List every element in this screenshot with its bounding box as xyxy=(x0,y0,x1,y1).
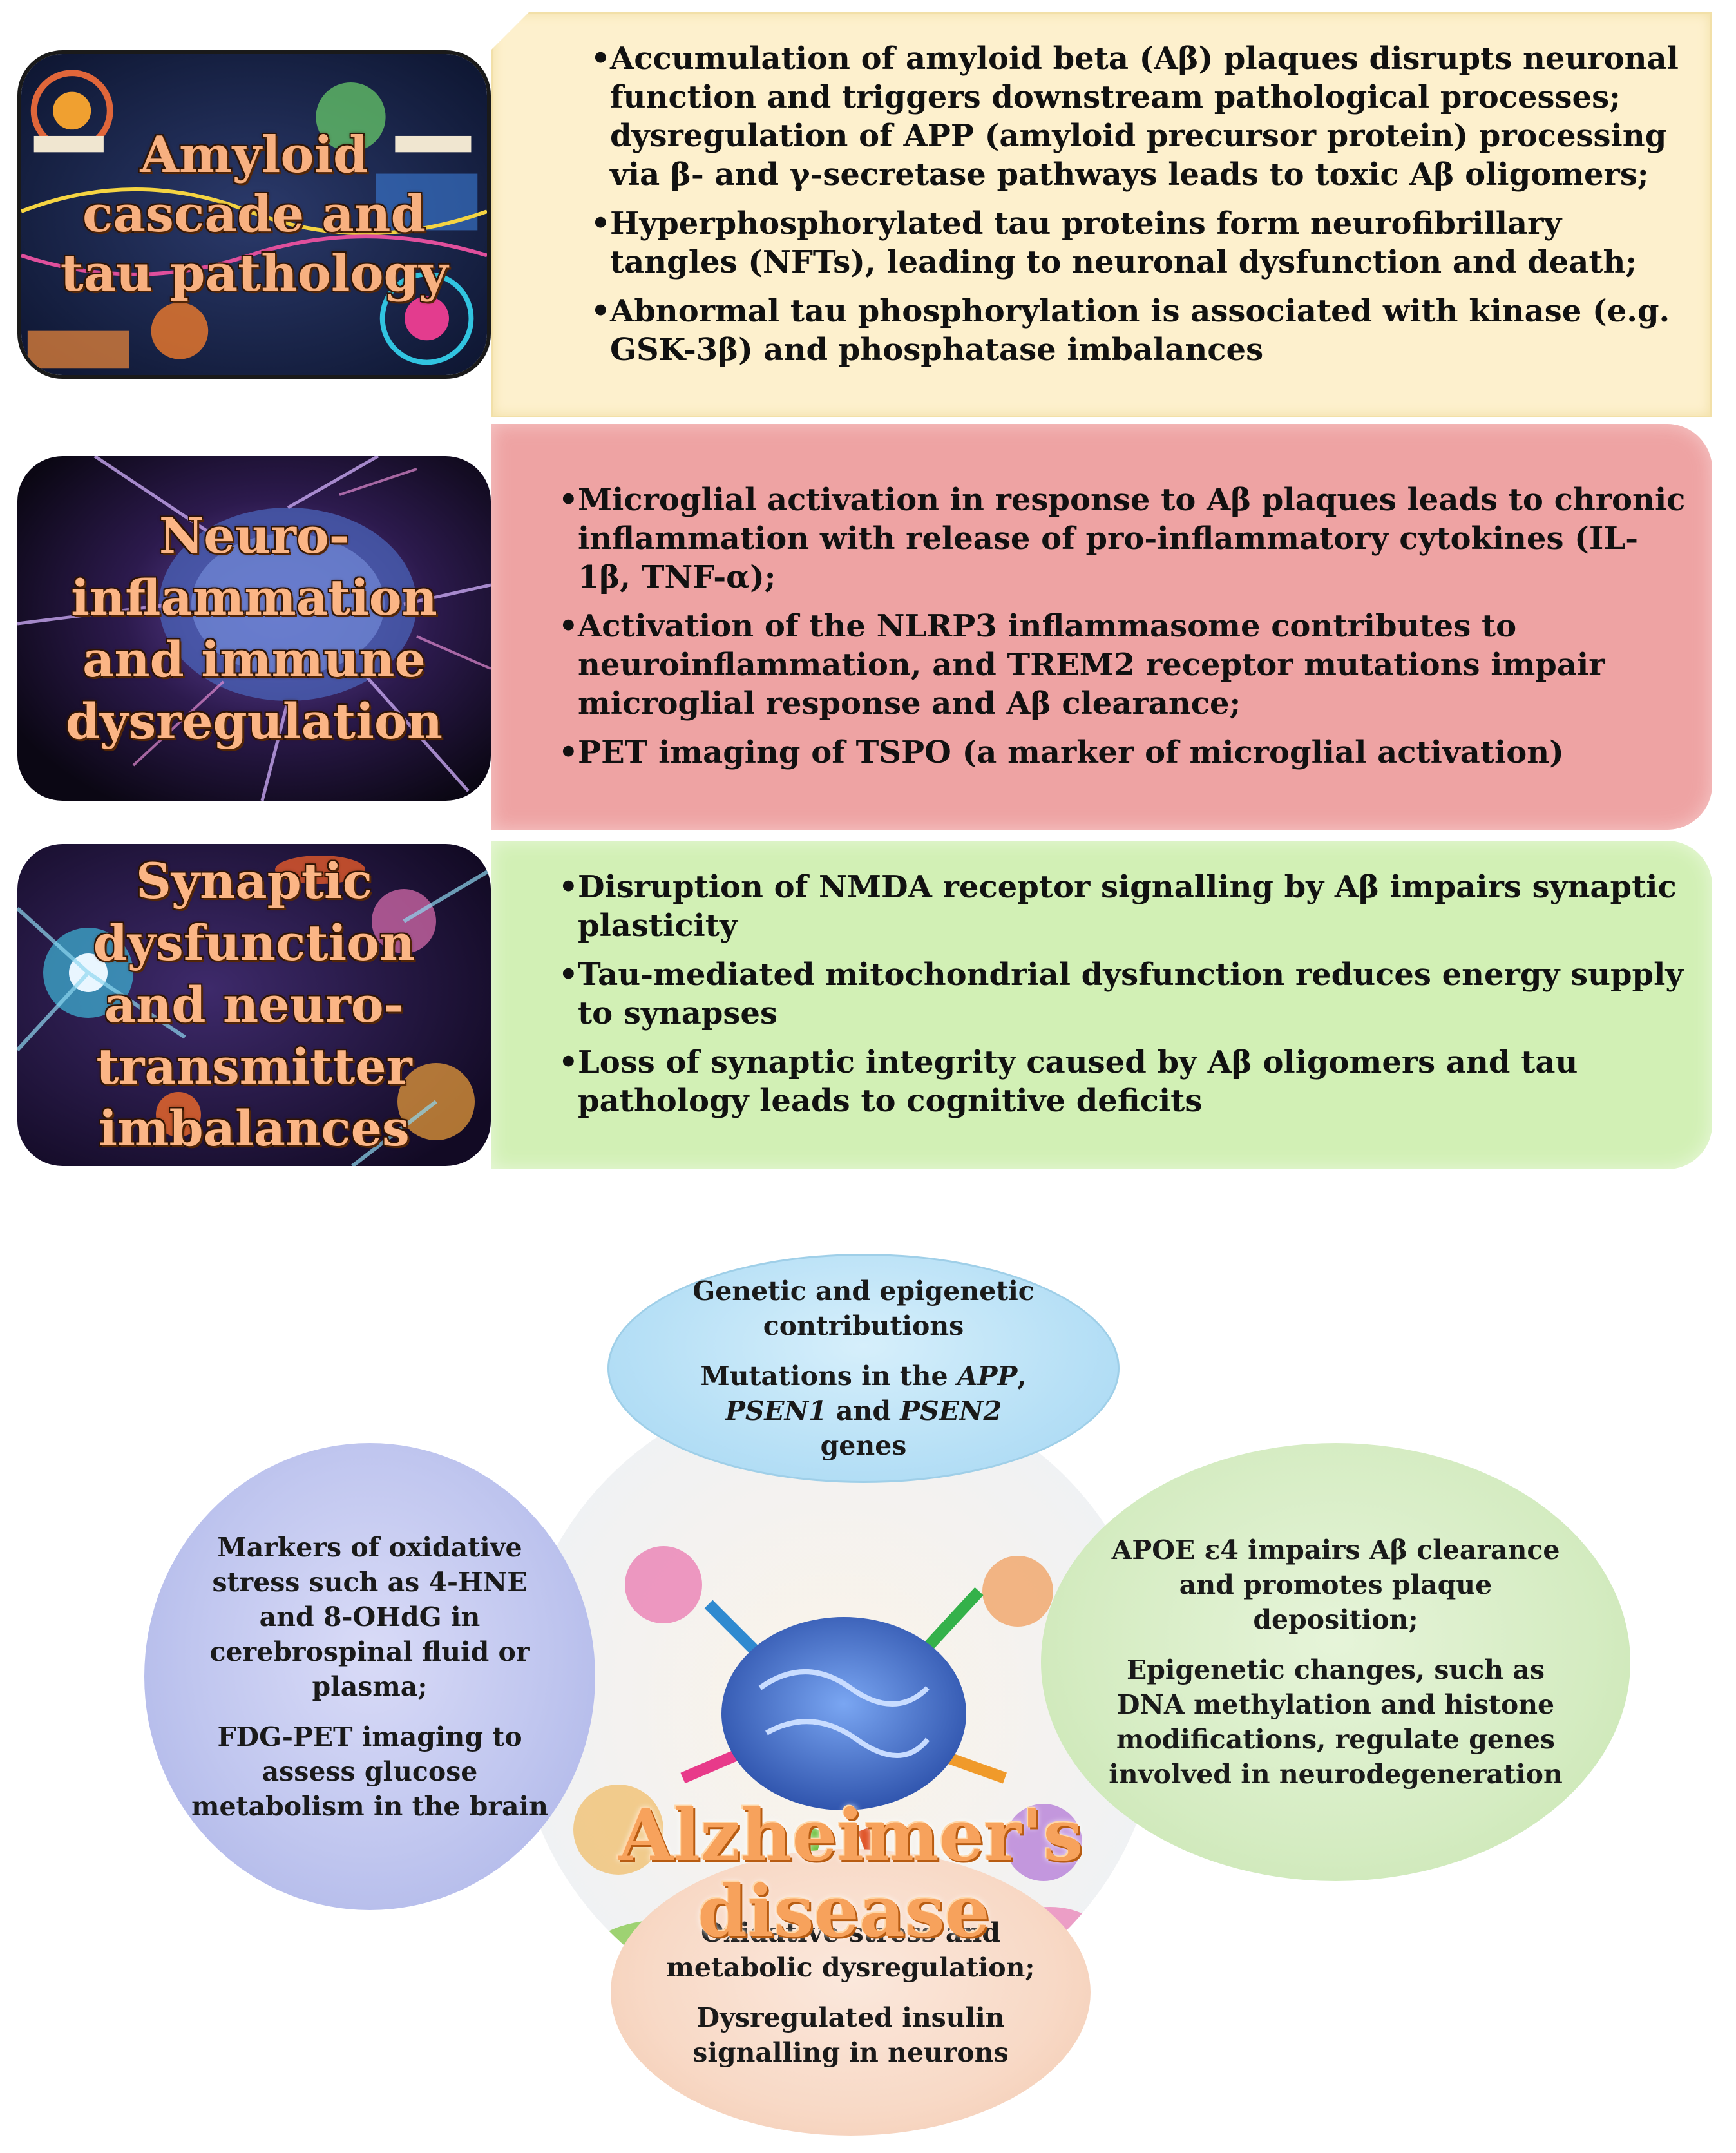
amyloid-panel: Accumulation of amyloid beta (Aβ) plaque… xyxy=(491,12,1712,417)
bullet: Activation of the NLRP3 inflammasome con… xyxy=(558,607,1686,723)
neuroinflammation-illustration: Neuro- inflammation and immune dysregula… xyxy=(17,456,491,801)
gene-app: APP xyxy=(957,1361,1018,1392)
genetic-oval: Genetic and epigenetic contributions Mut… xyxy=(607,1254,1120,1483)
metabolic-oval: Oxidative stress and metabolic dysregula… xyxy=(611,1849,1091,2136)
bullet: Accumulation of amyloid beta (Aβ) plaque… xyxy=(591,39,1684,194)
oval-text: Markers of oxidative stress such as 4-HN… xyxy=(209,1531,530,1702)
oxidative-markers-oval: Markers of oxidative stress such as 4-HN… xyxy=(144,1443,595,1910)
row-title: Amyloid cascade and tau pathology xyxy=(60,126,448,303)
oval-text: Oxidative stress and metabolic dysregula… xyxy=(666,1917,1035,1983)
genes-suffix: genes xyxy=(820,1430,907,1461)
bullet: Loss of synaptic integrity caused by Aβ … xyxy=(558,1043,1686,1120)
alzheimers-title-line1: Alzheimer's xyxy=(618,1794,1083,1877)
bullet: Microglial activation in response to Aβ … xyxy=(558,481,1686,597)
bullet: Tau-mediated mitochondrial dysfunction r… xyxy=(558,955,1686,1033)
genetic-heading: Genetic and epigenetic contributions xyxy=(692,1276,1035,1341)
gene-psen2: PSEN2 xyxy=(900,1395,1002,1426)
oval-text: APOE ε4 impairs Aβ clearance and promote… xyxy=(1111,1535,1560,1635)
oval-text: FDG-PET imaging to assess glucose metabo… xyxy=(191,1721,548,1822)
bullet: Abnormal tau phosphorylation is associat… xyxy=(591,292,1684,369)
and: and xyxy=(826,1395,901,1426)
sep: , xyxy=(1017,1361,1027,1392)
gene-psen1: PSEN1 xyxy=(725,1395,827,1426)
alzheimers-title-line2: disease xyxy=(698,1870,990,1953)
genetic-mutations: Mutations in the APP, PSEN1 and PSEN2 gene… xyxy=(700,1359,1026,1463)
amyloid-art xyxy=(21,54,487,375)
amyloid-illustration: Amyloid cascade and tau pathology xyxy=(17,50,491,379)
bullet: Disruption of NMDA receptor signalling b… xyxy=(558,868,1686,945)
neuron-art xyxy=(17,844,491,1166)
row-title: Neuro- inflammation and immune dysregula… xyxy=(66,506,443,750)
oval-text: Dysregulated insulin signalling in neuro… xyxy=(692,2002,1009,2068)
bullet: PET imaging of TSPO (a marker of microgl… xyxy=(558,733,1686,772)
apoe-oval: APOE ε4 impairs Aβ clearance and promote… xyxy=(1041,1443,1630,1881)
brain-art xyxy=(17,456,491,801)
mutations-prefix: Mutations in the xyxy=(700,1361,957,1392)
bullet: Hyperphosphorylated tau proteins form ne… xyxy=(591,204,1684,282)
synaptic-panel: Disruption of NMDA receptor signalling b… xyxy=(491,841,1712,1169)
synaptic-illustration: Synaptic dysfunction and neuro- transmit… xyxy=(17,844,491,1166)
oval-text: Epigenetic changes, such as DNA methylat… xyxy=(1109,1654,1563,1790)
neuroinflammation-panel: Microglial activation in response to Aβ … xyxy=(491,424,1712,830)
row-title: Synaptic dysfunction and neuro- transmit… xyxy=(93,852,415,1157)
